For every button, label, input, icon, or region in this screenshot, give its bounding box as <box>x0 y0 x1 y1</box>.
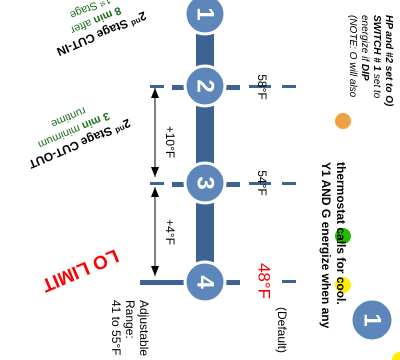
increment-lower-dimension <box>151 187 159 276</box>
adjustable-line2: Range: <box>123 300 137 339</box>
default-label: (Default) <box>275 307 289 353</box>
dash-stage2 <box>150 85 296 88</box>
stage-1-number: 1 <box>192 7 219 20</box>
step-badge: 1 <box>349 297 395 343</box>
step-badge-number: 1 <box>359 313 386 326</box>
yellow-indicator-dot <box>335 277 351 293</box>
note-line1: (NOTE: O will also <box>347 15 358 98</box>
stage-4-marker: 4 <box>183 260 227 304</box>
green-indicator-dot <box>335 228 351 244</box>
stage-3-marker: 3 <box>183 161 227 205</box>
increment-lower-label: +4°F <box>163 219 177 245</box>
energize-line1: Y1 AND G energize when any <box>319 162 333 329</box>
note-line2: energize if DIP <box>359 15 370 81</box>
stage-bar <box>196 0 214 300</box>
energize-line2: thermostat calls for cool. <box>334 162 348 305</box>
stage-1-marker: 1 <box>183 0 227 36</box>
stage-3-number: 3 <box>192 176 219 189</box>
temp-stage2: 58°F <box>255 74 269 99</box>
energize-text: Y1 AND G energize when any thermostat ca… <box>319 162 348 329</box>
note-line4: HP and #2 set to O) <box>383 15 394 107</box>
cut-out-annotation: 2nd Stage CUT-OUT 3 min minimum runtime <box>26 104 133 171</box>
orange-indicator-dot <box>335 113 351 129</box>
stage-2-marker: 2 <box>183 64 227 108</box>
adjustable-range: Adjustable Range: 41 to 55°F <box>109 300 151 356</box>
note-block: (NOTE: O will also energize if DIP SWITC… <box>347 15 394 107</box>
note-line3: SWITCH # 1 set to <box>371 15 382 99</box>
temp-stage3: 54°F <box>255 170 269 195</box>
increment-upper-dimension <box>151 88 159 177</box>
cut-in-annotation: 2nd Stage CUT-IN 8 min after 1st Stage <box>55 0 149 59</box>
temp-stage4: 48°F <box>255 263 274 299</box>
stage-2-number: 2 <box>192 79 219 92</box>
dash-stage4 <box>282 280 296 283</box>
dash-stage3 <box>150 182 296 185</box>
lo-limit-label: LO LIMIT <box>38 244 121 295</box>
increment-upper-label: +10°F <box>163 126 177 158</box>
adjustable-line3: 41 to 55°F <box>109 300 123 356</box>
adjustable-line1: Adjustable <box>137 300 151 356</box>
stage-4-number: 4 <box>192 275 219 289</box>
yellow-indicator-dot-partial <box>392 352 400 360</box>
